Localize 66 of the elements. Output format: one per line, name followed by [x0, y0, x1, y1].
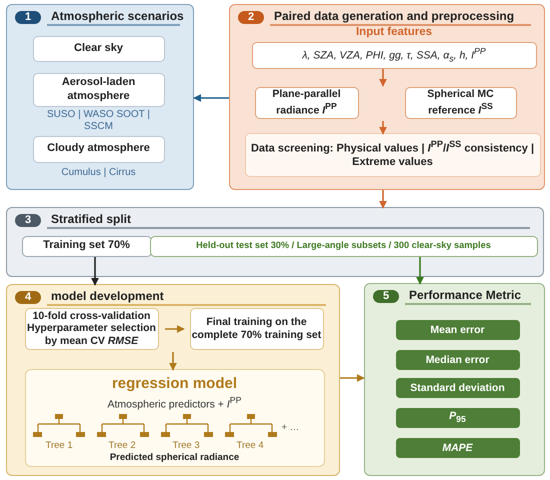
feature-list: λ, SZA, VZA, PHI, gg, τ, SSA, α$_{s}$, h, I$^{PP}$	[302, 46, 486, 64]
model-title: regression model	[110, 374, 238, 392]
arrow	[340, 374, 365, 382]
box-text: Spherical MC reference I$^{SS}$	[426, 88, 495, 117]
arrow	[379, 69, 387, 87]
regression-model-box	[24, 368, 324, 466]
tree-label: + …	[282, 422, 300, 432]
arrow	[193, 94, 229, 102]
scenarios-panel	[6, 4, 194, 190]
panel-heading: model development	[51, 289, 164, 303]
box-text: Data screening: Physical values | I$^{PP}$/I$^{SS}$ consistency | Extreme values	[250, 139, 536, 170]
box-text: Training set 70%	[43, 239, 130, 253]
scenario-subtypes-text: SUSO | WASO SOOT | SSCM	[46, 108, 151, 134]
tree-label: Tree 3	[172, 440, 200, 450]
box-text: Final training on the complete 70% training set	[190, 316, 322, 342]
box-text: Held-out test set 30% / Large-angle subsets / 300 clear-sky samples	[196, 240, 491, 252]
box-text: Cloudy atmosphere	[47, 142, 150, 156]
step-number-badge: 5	[373, 290, 399, 303]
step-number-badge: 1	[15, 11, 41, 24]
metric-text: Mean error	[430, 324, 485, 336]
metric-bar	[396, 408, 520, 428]
metric-bar	[396, 378, 520, 398]
arrow	[416, 257, 424, 285]
step-number-badge: 4	[15, 291, 41, 304]
test-set-box	[150, 236, 538, 256]
data-generation-panel	[229, 4, 545, 190]
metric-text: Median error	[426, 354, 490, 366]
metric-text: Standard deviation	[410, 382, 505, 394]
panel-heading: Atmospheric scenarios	[51, 9, 184, 23]
arrow	[169, 352, 177, 371]
step-number-badge: 2	[238, 11, 264, 24]
screening-box	[244, 132, 540, 176]
tree-label: Tree 4	[236, 440, 264, 450]
tree-label: Tree 1	[46, 440, 73, 450]
metric-bar	[396, 320, 520, 340]
radiance-box	[254, 86, 358, 118]
model-subtitle: Atmospheric predictors + I$^{PP}$	[106, 394, 242, 410]
panel-heading: Stratified split	[51, 212, 132, 226]
arrow	[165, 325, 185, 333]
box-text: Plane-parallel radiance I$^{PP}$	[271, 88, 342, 117]
box-text: Clear sky	[74, 42, 123, 56]
box-text: Aerosol-laden atmosphere	[60, 76, 136, 103]
arrow	[91, 257, 99, 286]
scenario-subtypes-text: Cumulus | Cirrus	[60, 166, 137, 179]
metric-text: P$_{95}$	[449, 410, 466, 425]
final-training-box	[190, 308, 324, 350]
split-panel	[6, 207, 544, 277]
metric-text: MAPE	[442, 442, 473, 454]
metric-bar	[396, 350, 520, 370]
panel-heading: Paired data generation and preprocessing	[274, 9, 514, 23]
model-output-text: Predicted spherical radiance	[108, 452, 240, 462]
training-set-box	[22, 236, 152, 256]
model-development-panel	[6, 284, 340, 476]
reference-box	[404, 86, 516, 118]
metrics-panel	[364, 283, 545, 476]
scenario-box	[32, 36, 164, 62]
tree-label: Tree 2	[108, 440, 136, 450]
box-text: 10-fold cross-validation Hyperparameter selection by mean CV RMSE	[26, 310, 157, 348]
scenario-box	[32, 136, 164, 162]
metric-bar	[396, 438, 520, 458]
input-features-heading: Input features	[354, 26, 434, 40]
step-number-badge: 3	[15, 214, 41, 227]
scenario-box	[32, 72, 164, 106]
arrow	[379, 121, 387, 135]
arrow	[379, 190, 387, 209]
panel-heading: Performance Metric	[409, 288, 522, 302]
